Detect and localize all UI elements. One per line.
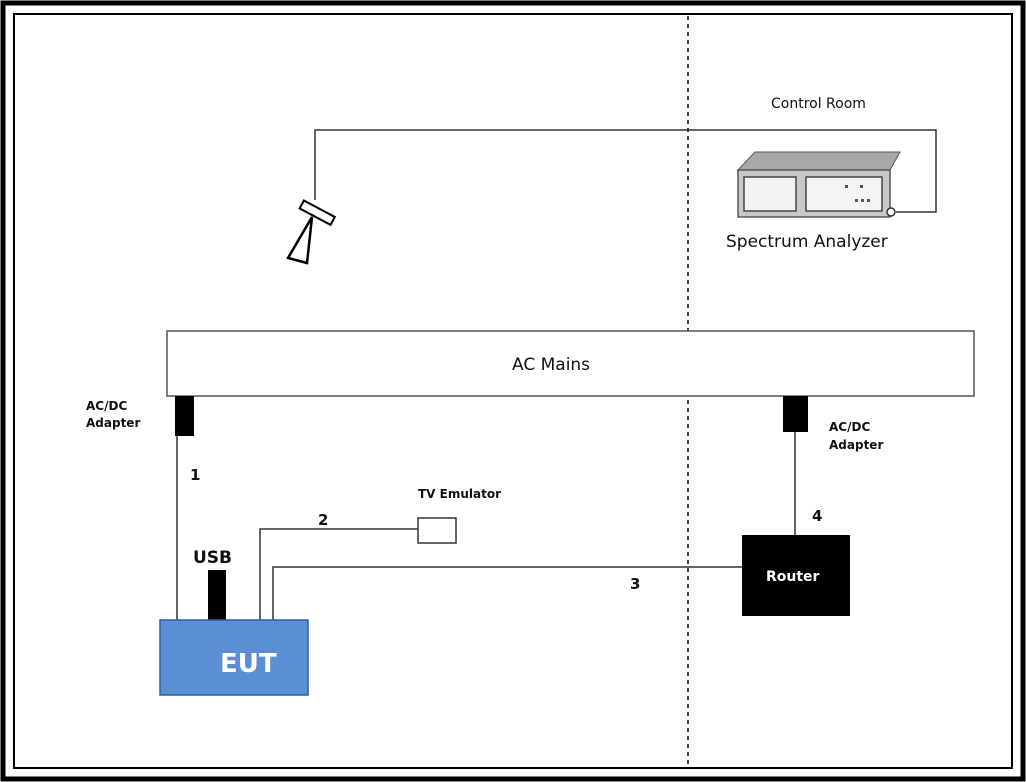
ac-mains-label: AC Mains [512,355,590,375]
usb-stick [208,570,226,621]
cable-1-label: 1 [190,466,200,484]
cable-4-label: 4 [812,507,822,525]
router-label: Router [766,569,820,585]
eut-box [159,619,309,696]
antenna-cable [314,129,937,213]
eut-label: EUT [220,649,277,679]
cable-3-label: 3 [630,575,640,593]
spectrum-analyzer-label: Spectrum Analyzer [726,232,888,252]
cable-2-label: 2 [318,511,328,529]
adapter-right-label-line2: Adapter [829,438,883,452]
adapter-left-label-line2: Adapter [86,416,140,430]
adapter-left [175,396,194,436]
tv-emulator-label: TV Emulator [418,487,501,501]
ac-mains-block [166,330,975,397]
cable-2 [259,528,418,620]
inner-frame [13,13,1013,769]
tv-emulator-box [417,517,457,544]
control-room-label: Control Room [771,96,866,112]
router-box [742,535,850,616]
spectrum-analyzer-icon [736,151,901,218]
adapter-right-label-line1: AC/DC [829,420,870,434]
antenna-icon [286,199,337,265]
usb-label: USB [193,548,232,568]
adapter-right [783,396,808,432]
cable-3 [272,566,742,620]
adapter-left-label-line1: AC/DC [86,399,127,413]
